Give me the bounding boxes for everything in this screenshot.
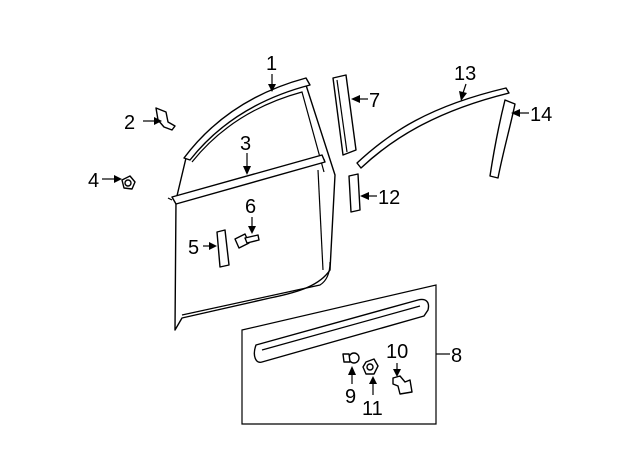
callout-2: 2 xyxy=(124,112,135,134)
part-10-retainer xyxy=(392,375,413,395)
part-2-clip xyxy=(155,107,176,131)
part-1-frame-moulding xyxy=(183,77,311,161)
part-7-pillar-applique xyxy=(332,74,357,156)
part-5-garnish xyxy=(216,229,230,268)
part-8-kit-box xyxy=(241,284,446,425)
leader-lines xyxy=(102,74,529,395)
callout-3: 3 xyxy=(240,133,251,155)
part-11-nut xyxy=(362,358,379,375)
callout-8: 8 xyxy=(451,345,462,367)
callout-13: 13 xyxy=(454,63,476,85)
callout-7: 7 xyxy=(369,90,380,112)
part-14-rear-moulding xyxy=(489,99,516,179)
callout-6: 6 xyxy=(245,196,256,218)
callout-10: 10 xyxy=(386,341,408,363)
callout-1: 1 xyxy=(266,53,277,75)
callout-labels: 1 2 3 4 5 6 7 8 9 10 11 12 13 14 xyxy=(88,53,552,420)
part-3-belt-moulding xyxy=(167,154,326,205)
callout-4: 4 xyxy=(88,170,99,192)
part-13-roof-moulding xyxy=(356,87,510,169)
part-12-garnish xyxy=(348,173,361,213)
callout-5: 5 xyxy=(188,237,199,259)
part-4-screw xyxy=(121,175,136,190)
callout-9: 9 xyxy=(345,386,356,408)
part-6-bolt xyxy=(234,233,260,249)
part-9-clip xyxy=(342,352,360,364)
callout-12: 12 xyxy=(378,187,400,209)
callout-14: 14 xyxy=(530,104,552,126)
side-moulding xyxy=(253,298,430,363)
callout-11: 11 xyxy=(362,398,383,420)
